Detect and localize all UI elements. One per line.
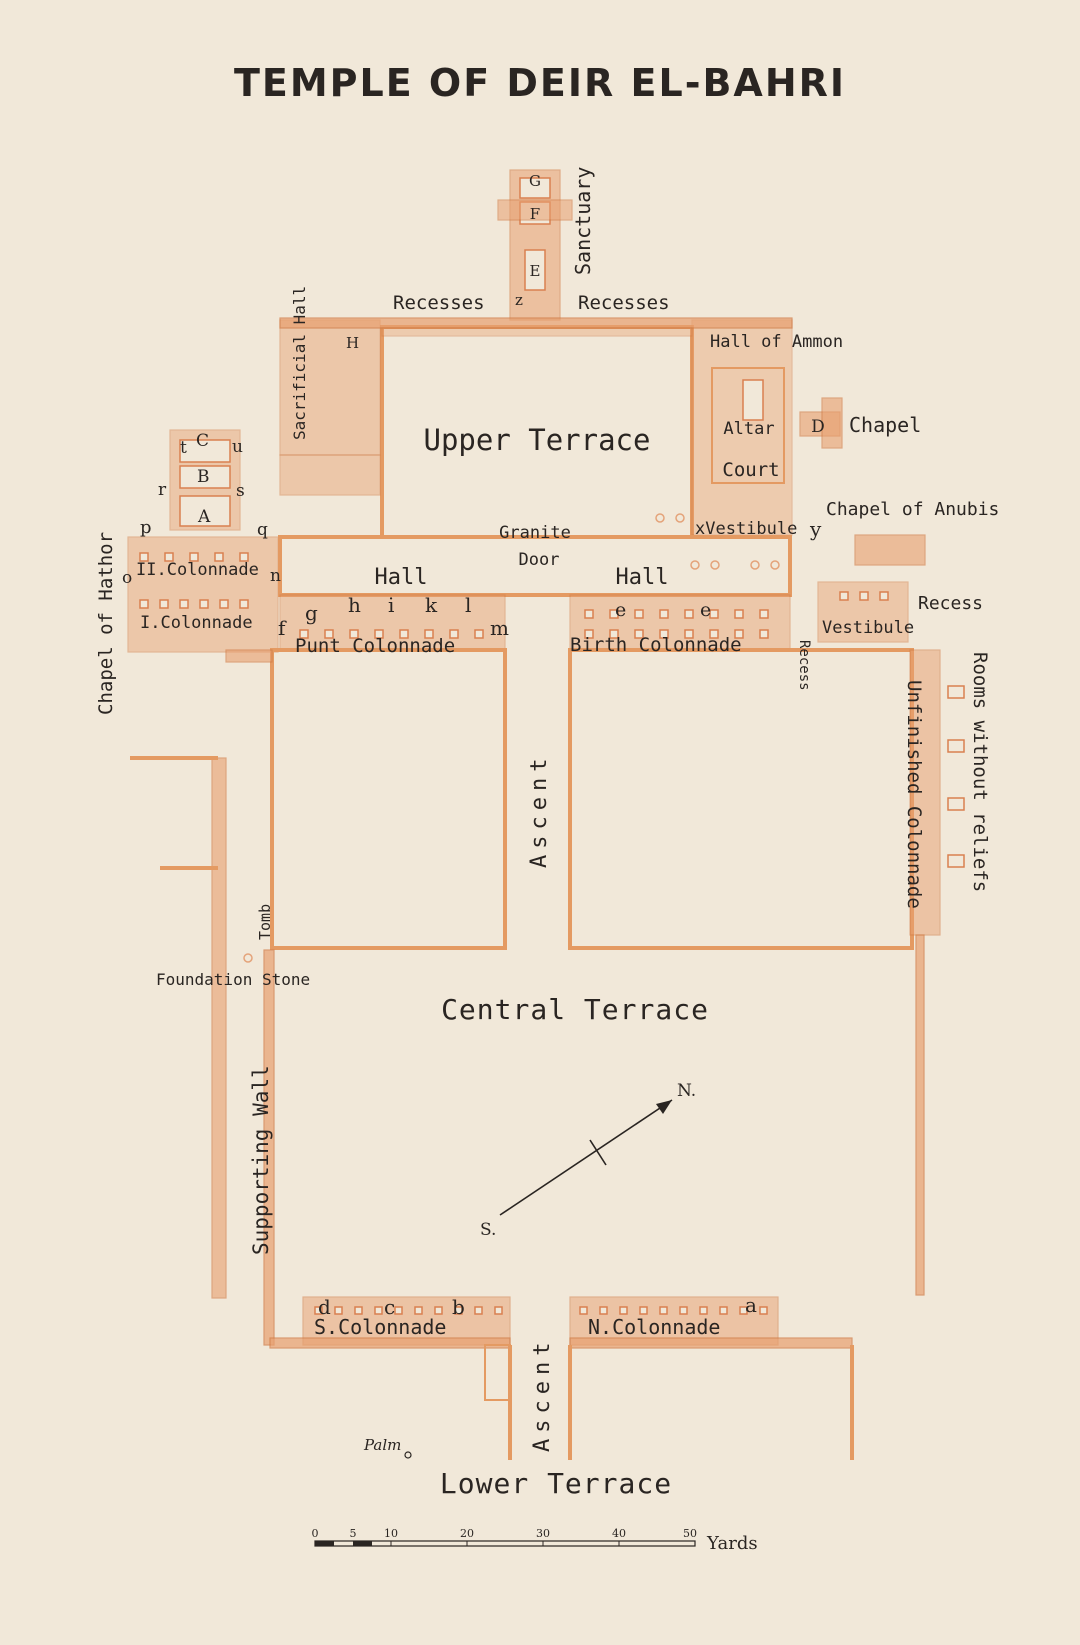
label-t: t xyxy=(180,438,187,458)
label-hall-right: Hall xyxy=(616,565,669,590)
label-hall-of-ammon: Hall of Ammon xyxy=(710,332,843,352)
label-c-lower: c xyxy=(384,1295,395,1319)
label-granite-2: Door xyxy=(519,550,560,570)
label-b-lower: b xyxy=(452,1295,465,1319)
label-lower-terrace: Lower Terrace xyxy=(440,1467,672,1500)
label-p: p xyxy=(140,517,152,538)
label-hall-left: Hall xyxy=(375,565,428,590)
label-a-lower: a xyxy=(745,1293,757,1317)
label-recess-vertical: Recess xyxy=(796,640,812,691)
label-altar: Altar xyxy=(723,419,774,439)
label-ascent-upper: Ascent xyxy=(527,753,552,868)
label-o: o xyxy=(122,568,132,588)
scale-tick: 50 xyxy=(683,1527,697,1540)
label-z: z xyxy=(515,291,523,309)
label-g: G xyxy=(529,172,541,190)
scale-tick: 0 xyxy=(312,1527,319,1540)
label-g-lower: g xyxy=(305,601,318,625)
label-rooms-without-reliefs: Rooms without reliefs xyxy=(969,652,991,892)
label-e1: e xyxy=(615,599,626,621)
scale-tick: 10 xyxy=(384,1527,398,1540)
compass-north: N. xyxy=(677,1081,696,1101)
label-u: u xyxy=(232,437,243,457)
label-recess-right: Recess xyxy=(918,593,983,614)
colonnade-pillars xyxy=(139,513,889,1315)
foundation-stone-marker xyxy=(243,953,253,963)
label-i-lower: i xyxy=(388,593,394,617)
scale-bar xyxy=(314,1540,696,1547)
label-f-lower: f xyxy=(278,616,287,640)
label-chapel: Chapel xyxy=(849,413,921,437)
label-e2: e xyxy=(700,599,711,621)
label-tomb: Tomb xyxy=(256,904,274,940)
label-recesses-right: Recesses xyxy=(578,292,670,314)
label-i-colonnade: I.Colonnade xyxy=(140,613,253,633)
compass-south: S. xyxy=(480,1220,496,1240)
scale-tick: 20 xyxy=(460,1527,474,1540)
label-birth-colonnade: Birth Colonnade xyxy=(570,634,742,656)
label-supporting-wall: Supporting Wall xyxy=(249,1065,273,1255)
label-a-upper: A xyxy=(197,507,211,527)
label-q: q xyxy=(257,520,268,540)
label-court: Court xyxy=(722,459,779,481)
label-ascent-lower: Ascent xyxy=(530,1337,555,1452)
label-l-lower: l xyxy=(465,593,471,617)
label-chapel-of-hathor: Chapel of Hathor xyxy=(95,532,117,715)
scale-unit: Yards xyxy=(706,1533,758,1554)
label-y: y xyxy=(809,517,822,541)
label-recesses-left: Recesses xyxy=(393,292,485,314)
map-title: TEMPLE OF DEIR EL-BAHRI xyxy=(234,61,846,105)
label-x-vestibule: xVestibule xyxy=(695,519,797,539)
label-f: F xyxy=(530,205,540,223)
label-palm: Palm xyxy=(363,1436,401,1454)
scale-tick: 30 xyxy=(536,1527,550,1540)
label-e-upper: E xyxy=(530,262,541,280)
label-granite-1: Granite xyxy=(499,523,571,543)
label-vestibule-right: Vestibule xyxy=(822,618,914,638)
label-foundation-stone: Foundation Stone xyxy=(156,970,310,989)
wall-structures xyxy=(127,169,965,1460)
label-b-upper: B xyxy=(197,467,210,487)
label-s-colonnade: S.Colonnade xyxy=(314,1315,446,1339)
label-ii-colonnade: II.Colonnade xyxy=(136,560,259,580)
scale-tick: 40 xyxy=(612,1527,626,1540)
label-m-lower: m xyxy=(490,616,509,640)
label-h-lower: h xyxy=(348,593,361,617)
label-n-colonnade: N.Colonnade xyxy=(588,1315,720,1339)
scale-ticks: 0 5 10 20 30 40 50 xyxy=(312,1527,698,1540)
label-d-lower: d xyxy=(318,1295,331,1319)
label-chapel-of-anubis: Chapel of Anubis xyxy=(826,499,999,520)
label-k-lower: k xyxy=(425,593,438,617)
label-n: n xyxy=(270,566,281,586)
compass-arrow xyxy=(499,1099,673,1216)
label-d-upper: D xyxy=(811,417,825,437)
label-unfinished-colonnade: Unfinished Colonnade xyxy=(903,680,925,909)
label-r: r xyxy=(158,480,167,500)
label-h-upper: H xyxy=(346,334,359,352)
label-upper-terrace: Upper Terrace xyxy=(424,423,651,457)
label-central-terrace: Central Terrace xyxy=(441,993,709,1026)
label-sanctuary: Sanctuary xyxy=(571,167,595,275)
label-punt-colonnade: Punt Colonnade xyxy=(295,635,455,657)
scale-tick: 5 xyxy=(350,1527,357,1540)
label-c-upper: C xyxy=(196,431,209,451)
label-s: s xyxy=(236,481,245,501)
palm-marker xyxy=(404,1451,412,1459)
label-sacrificial-hall: Sacrificial Hall xyxy=(290,286,309,440)
